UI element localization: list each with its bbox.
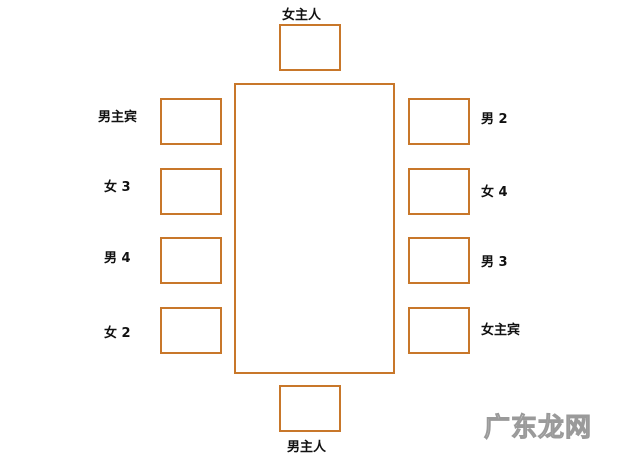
seat-right-4	[408, 307, 470, 354]
dining-table	[234, 83, 395, 374]
seat-right-3	[408, 237, 470, 284]
seat-label-left-1: 男主宾	[98, 110, 138, 125]
seat-label-left-3: 男 4	[104, 251, 131, 266]
seat-right-1	[408, 98, 470, 145]
seat-label-bottom: 男主人	[287, 440, 327, 455]
seat-top	[279, 24, 341, 71]
seat-left-3	[160, 237, 222, 284]
seat-label-left-2: 女 3	[104, 180, 131, 195]
seat-label-right-1: 男 2	[481, 112, 508, 127]
watermark-logo: 广东龙网	[483, 413, 592, 444]
seat-left-4	[160, 307, 222, 354]
seat-label-left-4: 女 2	[104, 326, 131, 341]
seat-bottom	[279, 385, 341, 432]
seat-label-right-2: 女 4	[481, 185, 508, 200]
seat-right-2	[408, 168, 470, 215]
seat-label-right-4: 女主宾	[481, 323, 521, 338]
seat-label-right-3: 男 3	[481, 255, 508, 270]
seat-left-1	[160, 98, 222, 145]
seat-left-2	[160, 168, 222, 215]
seat-label-top: 女主人	[282, 8, 322, 23]
